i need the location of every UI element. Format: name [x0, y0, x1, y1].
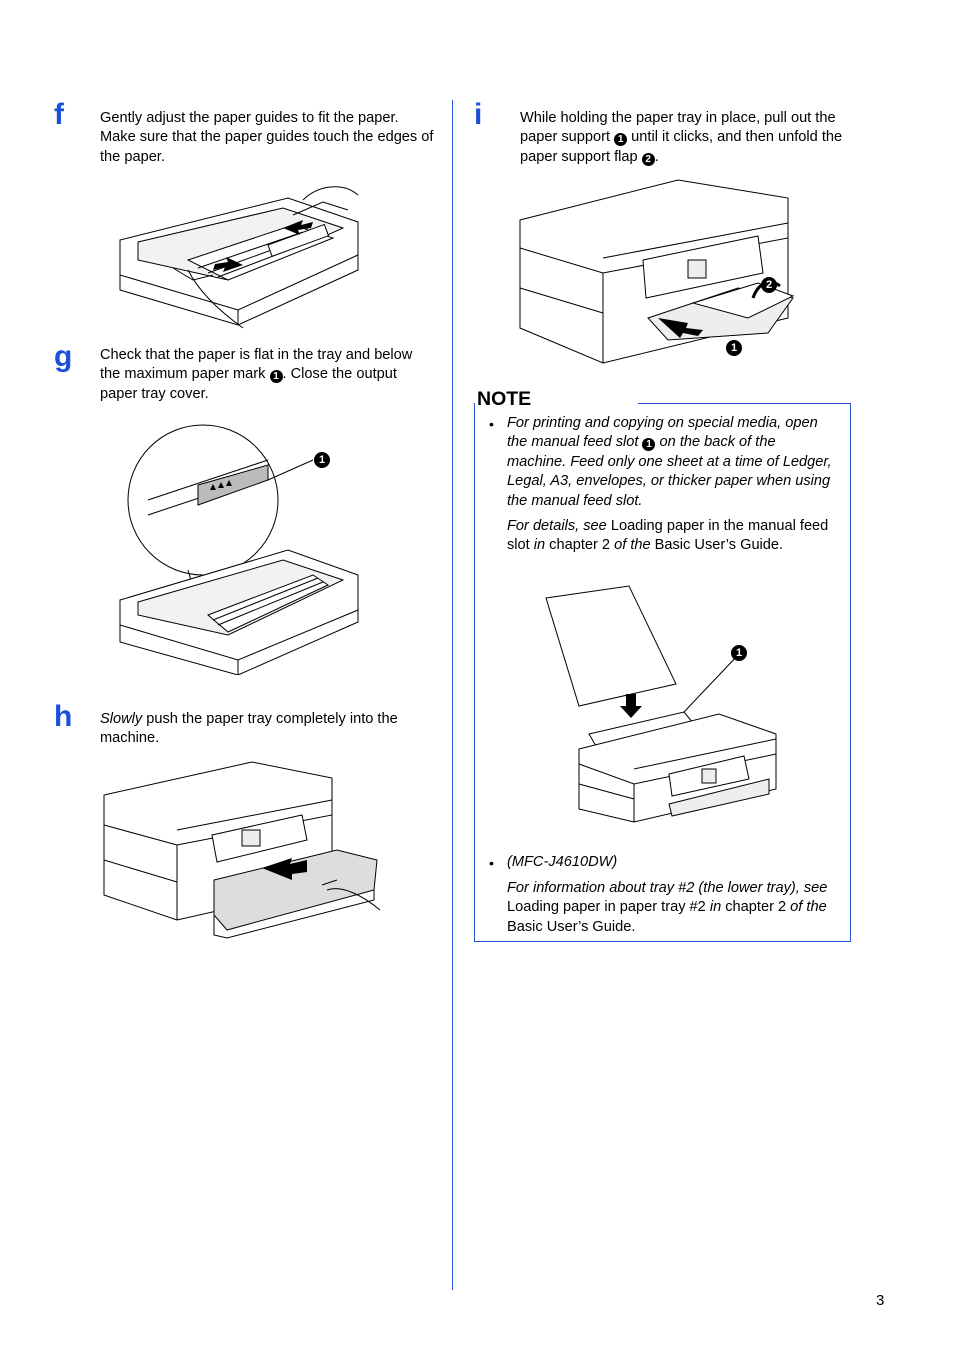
note-item-1: For printing and copying on special medi… — [507, 414, 837, 511]
step-g-text: Check that the paper is flat in the tray… — [100, 346, 435, 404]
note-item2-4: in — [709, 899, 722, 916]
note-item2-6: of the — [790, 899, 827, 916]
step-i-text-b: until it clicks, and then unfold the pap… — [520, 129, 843, 165]
note-item2-7: Basic User’s Guide. — [507, 918, 636, 935]
illustration-callout-flap: 2 — [761, 277, 777, 293]
note-details: For details, see Loading paper in the ma… — [507, 517, 837, 556]
note-item-2-text: For information about tray #2 (the lower… — [507, 879, 842, 937]
note-item1-b: on the back of the machine. Feed only on… — [507, 434, 832, 509]
step-letter-g: g — [54, 340, 73, 373]
step-g-text-a: Check that the paper is flat in the tray… — [100, 347, 413, 383]
step-f-text: Gently adjust the paper guides to fit th… — [100, 110, 434, 165]
note-item1-a: For printing and copying on special medi… — [507, 415, 818, 451]
note-details-6: Basic User’s Guide. — [650, 537, 784, 554]
column-divider — [452, 100, 453, 1290]
step-i-text-c: . — [654, 148, 659, 165]
illustration-callout-max-mark: 1 — [314, 452, 330, 468]
note-item-2-model: (MFC-J4610DW) — [507, 853, 837, 872]
step-g-text-b: . Close the output paper tray cover. — [100, 366, 397, 402]
paper-guides-illustration — [119, 186, 359, 329]
note-details-2: Loading paper in the manual feed slot — [507, 518, 829, 554]
note-item2-5: chapter 2 — [721, 899, 791, 916]
note-details-4: chapter 2 — [545, 537, 615, 554]
note-details-5: of the — [614, 537, 651, 554]
callout-max-mark: 1 — [269, 370, 283, 384]
step-letter-h: h — [54, 700, 73, 733]
callout-manual-feed-slot: 1 — [642, 438, 656, 452]
note-bullet-2: • — [489, 855, 494, 871]
callout-support-flap: 2 — [641, 152, 655, 166]
step-i-text: While holding the paper tray in place, p… — [520, 109, 850, 167]
note-item2-1: For information about tray #2 (the lower… — [507, 880, 804, 896]
step-h-text-rest: push the paper tray completely into the … — [100, 711, 398, 747]
note-item2-2: see — [803, 880, 828, 896]
note-details-3: in — [533, 537, 546, 554]
page-number: 3 — [876, 1292, 885, 1309]
step-letter-i: i — [474, 98, 483, 131]
note-box-top-rule — [638, 403, 850, 404]
illustration-callout-support: 1 — [726, 340, 742, 356]
step-i-text-a: While holding the paper tray in place, p… — [520, 110, 836, 146]
push-tray-illustration — [103, 761, 381, 939]
manual-feed-slot-illustration — [545, 585, 777, 823]
max-paper-mark-illustration — [119, 424, 359, 675]
note-bullet-1: • — [489, 416, 494, 432]
step-letter-f: f — [54, 98, 64, 131]
note-item2-model: (MFC-J4610DW) — [507, 854, 618, 870]
step-h-text-italic: Slowly — [100, 711, 143, 727]
illustration-callout-feed-slot: 1 — [731, 645, 747, 661]
paper-support-illustration — [519, 179, 795, 364]
callout-paper-support: 1 — [614, 133, 628, 147]
note-item2-3: Loading paper in paper tray #2 — [507, 899, 710, 916]
step-h-text: Slowly push the paper tray completely in… — [100, 710, 435, 749]
note-box — [474, 403, 851, 942]
note-details-1: For details, see — [507, 518, 607, 534]
note-title: NOTE — [477, 388, 532, 410]
